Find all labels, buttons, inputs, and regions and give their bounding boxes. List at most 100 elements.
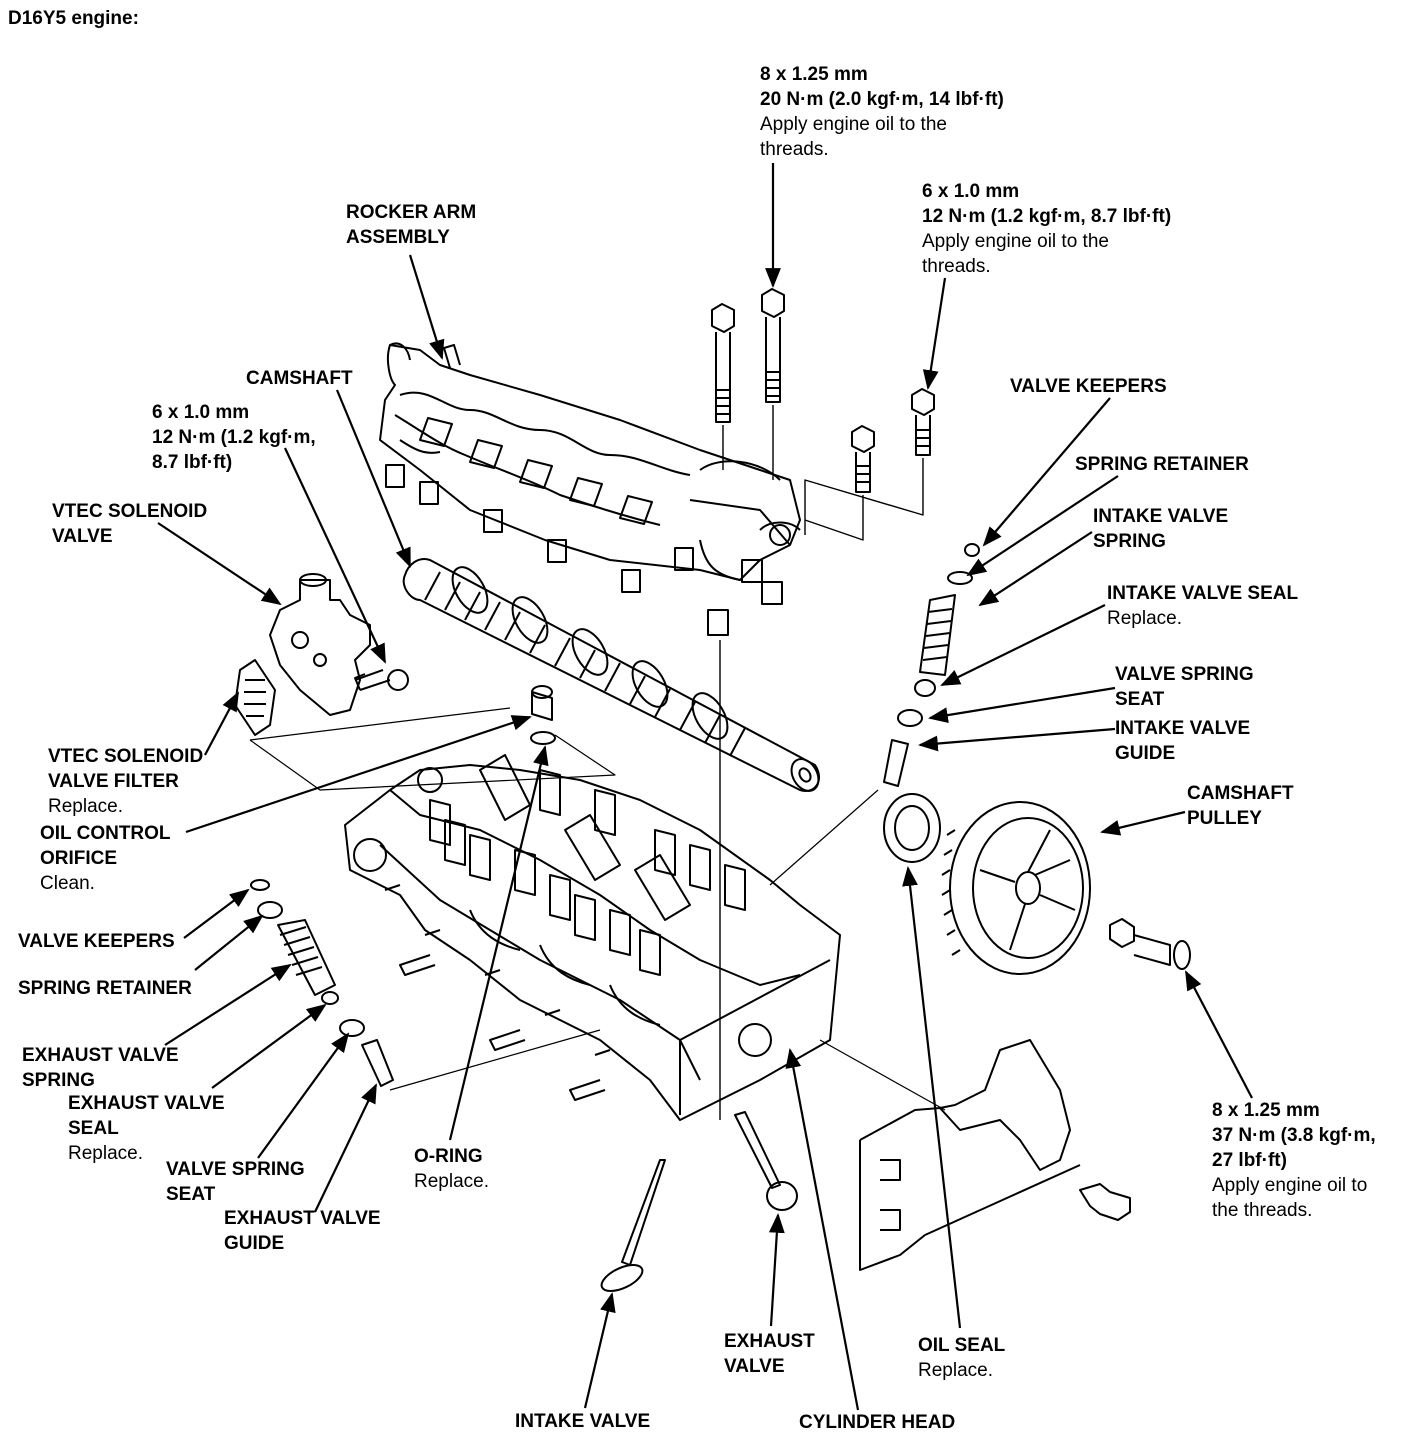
label-left-bolt-spec: 6 x 1.0 mm 12 N·m (1.2 kgf·m, 8.7 lbf·ft…: [152, 400, 316, 475]
label-intake-valve-guide: INTAKE VALVE GUIDE: [1115, 716, 1250, 766]
valves: [600, 1111, 798, 1292]
label-line: SEAL: [68, 1118, 119, 1139]
label-line: CYLINDER HEAD: [799, 1412, 956, 1433]
spec-size: 8 x 1.25 mm: [760, 64, 868, 85]
label-oil-seal: OIL SEAL Replace.: [918, 1333, 1005, 1383]
spec-size: 8 x 1.25 mm: [1212, 1100, 1320, 1121]
spec-size: 6 x 1.0 mm: [922, 181, 1020, 202]
oil-control-orifice: [249, 685, 616, 791]
label-line: VTEC SOLENOID: [52, 501, 208, 522]
label-line: INTAKE VALVE: [515, 1411, 651, 1432]
spec-size: 6 x 1.0 mm: [152, 402, 250, 423]
label-line: SPRING: [22, 1070, 95, 1091]
spec-note-2: threads.: [760, 139, 829, 160]
label-spring-retainer-exhaust: SPRING RETAINER: [18, 976, 192, 1001]
exhaust-valve-components: [250, 879, 601, 1091]
spec-torque: 37 N·m (3.8 kgf·m,: [1212, 1125, 1376, 1146]
label-oil-control-orifice: OIL CONTROL ORIFICE Clean.: [40, 821, 171, 896]
label-cylinder-head: CYLINDER HEAD: [799, 1410, 955, 1435]
label-line: ORIFICE: [40, 848, 118, 869]
label-exhaust-valve: EXHAUST VALVE: [724, 1329, 815, 1379]
label-vtec-solenoid-filter: VTEC SOLENOID VALVE FILTER Replace.: [48, 744, 203, 819]
label-spring-retainer-intake: SPRING RETAINER: [1075, 452, 1249, 477]
label-camshaft: CAMSHAFT: [246, 366, 353, 391]
spec-note-2: the threads.: [1212, 1200, 1313, 1221]
label-valve-spring-seat-exhaust: VALVE SPRING SEAT: [166, 1157, 305, 1207]
label-line: INTAKE VALVE: [1115, 718, 1251, 739]
label-note: Replace.: [918, 1360, 993, 1381]
label-valve-keepers-intake: VALVE KEEPERS: [1010, 374, 1167, 399]
label-line: VALVE SPRING: [1115, 664, 1254, 685]
label-line: SEAT: [166, 1184, 216, 1205]
label-line: EXHAUST VALVE: [224, 1208, 381, 1229]
label-line: SEAT: [1115, 689, 1165, 710]
label-pulley-bolt-spec: 8 x 1.25 mm 37 N·m (3.8 kgf·m, 27 lbf·ft…: [1212, 1098, 1376, 1223]
rocker-arm-assembly: [379, 342, 801, 636]
spec-torque-2: 27 lbf·ft): [1212, 1150, 1287, 1171]
spec-torque: 20 N·m (2.0 kgf·m, 14 lbf·ft): [760, 89, 1004, 110]
label-rocker-arm-assembly: ROCKER ARM ASSEMBLY: [346, 200, 476, 250]
timing-belt-back-cover: [819, 1039, 1131, 1271]
label-line: CAMSHAFT: [1187, 783, 1294, 804]
label-line: OIL CONTROL: [40, 823, 171, 844]
label-note: Replace.: [1107, 608, 1182, 629]
label-note: Replace.: [48, 796, 123, 817]
label-line: EXHAUST VALVE: [68, 1093, 225, 1114]
spec-note: Apply engine oil to the: [922, 231, 1109, 252]
label-line: VALVE KEEPERS: [18, 931, 175, 952]
spec-torque: 12 N·m (1.2 kgf·m,: [152, 427, 316, 448]
label-exhaust-valve-guide: EXHAUST VALVE GUIDE: [224, 1206, 381, 1256]
label-line: INTAKE VALVE: [1093, 506, 1229, 527]
label-line: GUIDE: [224, 1233, 285, 1254]
cylinder-head: [344, 754, 841, 1121]
camshaft-pulley-bolt: [1109, 918, 1191, 970]
label-line: VTEC SOLENOID: [48, 746, 204, 767]
label-line: VALVE: [52, 526, 113, 547]
leader-lines: [157, 163, 1253, 1411]
label-top-bolt-spec: 8 x 1.25 mm 20 N·m (2.0 kgf·m, 14 lbf·ft…: [760, 62, 1004, 162]
label-line: SPRING RETAINER: [1075, 454, 1249, 475]
spec-torque-2: 8.7 lbf·ft): [152, 452, 233, 473]
label-line: VALVE KEEPERS: [1010, 376, 1167, 397]
label-valve-keepers-exhaust: VALVE KEEPERS: [18, 929, 175, 954]
label-exhaust-valve-seal: EXHAUST VALVE SEAL Replace.: [68, 1091, 225, 1166]
label-line: O-RING: [414, 1146, 483, 1167]
label-line: CAMSHAFT: [246, 368, 353, 389]
page-title: D16Y5 engine:: [8, 8, 139, 29]
label-line: INTAKE VALVE SEAL: [1107, 583, 1299, 604]
label-line: ROCKER ARM: [346, 202, 477, 223]
label-note: Replace.: [414, 1171, 489, 1192]
label-valve-spring-seat-intake: VALVE SPRING SEAT: [1115, 662, 1254, 712]
label-intake-valve-seal: INTAKE VALVE SEAL Replace.: [1107, 581, 1298, 631]
cam-holder-bolts: [711, 288, 935, 1120]
label-line: OIL SEAL: [918, 1335, 1006, 1356]
camshaft-pulley: [941, 801, 1091, 975]
vtec-solenoid-filter: [234, 659, 276, 736]
label-note: Clean.: [40, 873, 95, 894]
label-line: VALVE: [724, 1356, 785, 1377]
label-intake-valve-spring: INTAKE VALVE SPRING: [1093, 504, 1228, 554]
label-right-bolt-spec: 6 x 1.0 mm 12 N·m (1.2 kgf·m, 8.7 lbf·ft…: [922, 179, 1171, 279]
label-line: SPRING: [1093, 531, 1166, 552]
spec-note: Apply engine oil to: [1212, 1175, 1368, 1196]
vtec-solenoid-valve: [269, 573, 409, 716]
oil-seal: [883, 793, 941, 863]
label-line: VALVE SPRING: [166, 1159, 305, 1180]
label-line: GUIDE: [1115, 743, 1176, 764]
camshaft: [402, 558, 820, 792]
label-exhaust-valve-spring: EXHAUST VALVE SPRING: [22, 1043, 179, 1093]
label-line: EXHAUST: [724, 1331, 815, 1352]
label-camshaft-pulley: CAMSHAFT PULLEY: [1187, 781, 1294, 831]
label-o-ring: O-RING Replace.: [414, 1144, 489, 1194]
label-line: PULLEY: [1187, 808, 1262, 829]
label-line: VALVE FILTER: [48, 771, 179, 792]
spec-note-2: threads.: [922, 256, 991, 277]
spec-note: Apply engine oil to the: [760, 114, 947, 135]
label-line: SPRING RETAINER: [18, 978, 192, 999]
label-line: EXHAUST VALVE: [22, 1045, 179, 1066]
label-line: ASSEMBLY: [346, 227, 450, 248]
label-note: Replace.: [68, 1143, 143, 1164]
label-intake-valve: INTAKE VALVE: [515, 1409, 650, 1434]
label-vtec-solenoid-valve: VTEC SOLENOID VALVE: [52, 499, 207, 549]
